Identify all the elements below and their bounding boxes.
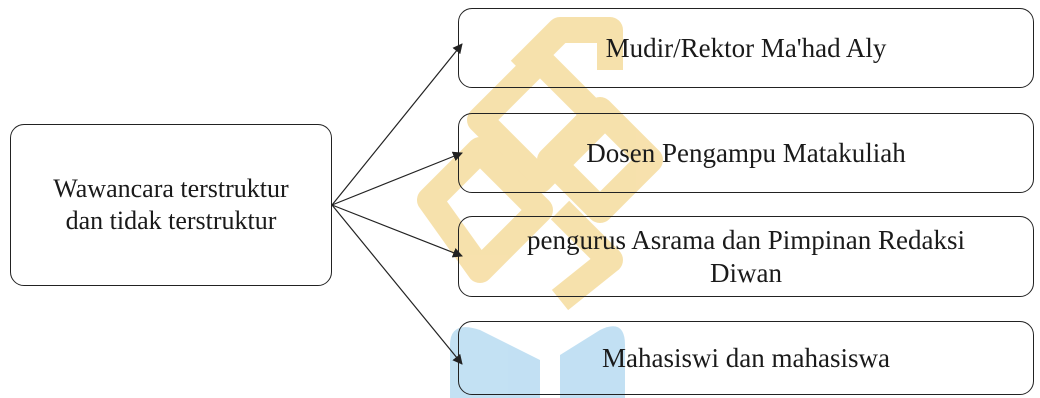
- connector-4: [331, 204, 463, 365]
- target-label: Mudir/Rektor Ma'had Aly: [605, 32, 887, 63]
- target-node-dormitory: pengurus Asrama dan Pimpinan Redaksi Diw…: [458, 216, 1034, 297]
- target-node-students: Mahasiswi dan mahasiswa: [458, 321, 1034, 395]
- connector-3: [331, 204, 463, 258]
- target-label: Dosen Pengampu Matakuliah: [586, 137, 906, 168]
- source-label-line2: dan tidak terstruktur: [65, 206, 277, 235]
- target-label: Mahasiswi dan mahasiswa: [602, 342, 890, 373]
- target-label-line2: Diwan: [710, 257, 782, 288]
- target-node-rector: Mudir/Rektor Ma'had Aly: [458, 8, 1034, 88]
- source-label-line1: Wawancara terstruktur: [53, 174, 289, 204]
- target-label-line1: pengurus Asrama dan Pimpinan Redaksi: [527, 224, 965, 255]
- source-node: Wawancara terstruktur dan tidak terstruk…: [10, 124, 332, 286]
- connector-2: [331, 151, 463, 206]
- connector-1: [331, 43, 463, 206]
- target-node-lecturer: Dosen Pengampu Matakuliah: [458, 113, 1034, 193]
